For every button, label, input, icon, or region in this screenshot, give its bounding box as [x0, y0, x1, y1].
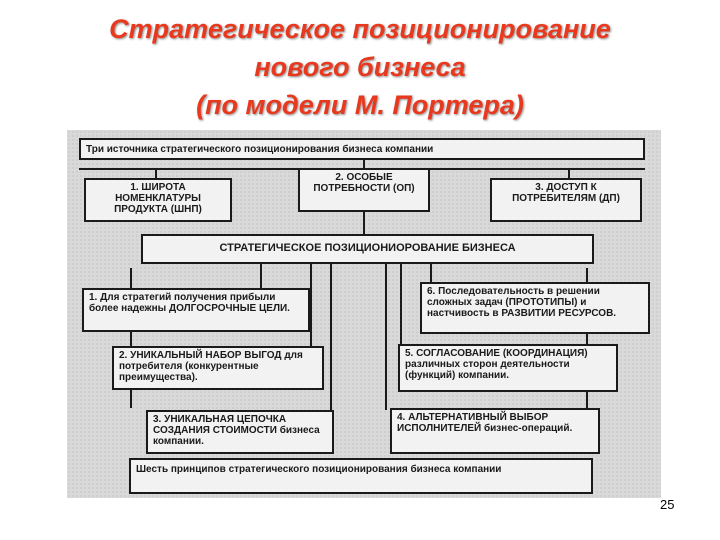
source-2-label: 2. ОСОБЫЕ ПОТРЕБНОСТИ (ОП): [313, 172, 415, 194]
principle-box-2: 2. УНИКАЛЬНЫЙ НАБОР ВЫГОД для потребител…: [112, 346, 324, 390]
principle-5-label: 5. СОГЛАСОВАНИЕ (КООРДИНАЦИЯ) различных …: [405, 348, 588, 381]
source-box-2: 2. ОСОБЫЕ ПОТРЕБНОСТИ (ОП): [298, 168, 430, 212]
source-3-label: 3. ДОСТУП К ПОТРЕБИТЕЛЯМ (ДП): [512, 182, 620, 204]
center-box: СТРАТЕГИЧЕСКОЕ ПОЗИЦИОНИОРОВАНИЕ БИЗНЕСА: [141, 234, 594, 264]
slide-title: Стратегическое позиционирование нового б…: [0, 10, 720, 124]
center-branch-left-2: [310, 262, 312, 348]
source-3-connector: [568, 168, 570, 180]
principle-box-3: 3. УНИКАЛЬНАЯ ЦЕПОЧКА СОЗДАНИЯ СТОИМОСТИ…: [146, 410, 334, 454]
slide-title-line-1: Стратегическое позиционирование: [109, 14, 611, 44]
center-down-right-line: [430, 262, 432, 286]
principle-box-6: 6. Последовательность в решении сложных …: [420, 282, 650, 334]
slide-title-line-3: (по модели М. Портера): [196, 90, 524, 120]
source-1-label: 1. ШИРОТА НОМЕНКЛАТУРЫ ПРОДУКТА (ШНП): [114, 182, 202, 215]
principle-4-label: 4. АЛЬТЕРНАТИВНЫЙ ВЫБОР ИСПОЛНИТЕЛЕЙ биз…: [397, 412, 573, 434]
left-spine-line: [130, 268, 132, 408]
top-header-text: Три источника стратегического позиционир…: [86, 144, 434, 155]
principle-1-label: 1. Для стратегий получения прибыли более…: [89, 292, 290, 314]
source-2-connector: [363, 160, 365, 170]
page-number: 25: [660, 497, 675, 512]
right-spine-line: [586, 268, 588, 408]
principle-box-4: 4. АЛЬТЕРНАТИВНЫЙ ВЫБОР ИСПОЛНИТЕЛЕЙ биз…: [390, 408, 600, 454]
bottom-footer-box: Шесть принципов стратегического позицион…: [129, 458, 593, 494]
slide-title-line-2: нового бизнеса: [254, 52, 466, 82]
principle-2-label: 2. УНИКАЛЬНЫЙ НАБОР ВЫГОД для потребител…: [119, 350, 303, 383]
source-1-connector: [155, 168, 157, 180]
principle-3-label: 3. УНИКАЛЬНАЯ ЦЕПОЧКА СОЗДАНИЯ СТОИМОСТИ…: [153, 414, 320, 447]
source-2-to-center-line: [363, 210, 365, 236]
source-box-1: 1. ШИРОТА НОМЕНКЛАТУРЫ ПРОДУКТА (ШНП): [84, 178, 232, 222]
bottom-footer-text: Шесть принципов стратегического позицион…: [136, 464, 502, 475]
source-box-3: 3. ДОСТУП К ПОТРЕБИТЕЛЯМ (ДП): [490, 178, 642, 222]
center-branch-right-5: [400, 262, 402, 346]
center-branch-right-4: [385, 262, 387, 410]
top-header-box: Три источника стратегического позиционир…: [79, 138, 645, 160]
center-down-left-line: [260, 262, 262, 290]
principle-box-5: 5. СОГЛАСОВАНИЕ (КООРДИНАЦИЯ) различных …: [398, 344, 618, 392]
center-label: СТРАТЕГИЧЕСКОЕ ПОЗИЦИОНИОРОВАНИЕ БИЗНЕСА: [219, 242, 516, 254]
principle-6-label: 6. Последовательность в решении сложных …: [427, 286, 617, 319]
center-branch-left-3: [330, 262, 332, 412]
principle-box-1: 1. Для стратегий получения прибыли более…: [82, 288, 310, 332]
